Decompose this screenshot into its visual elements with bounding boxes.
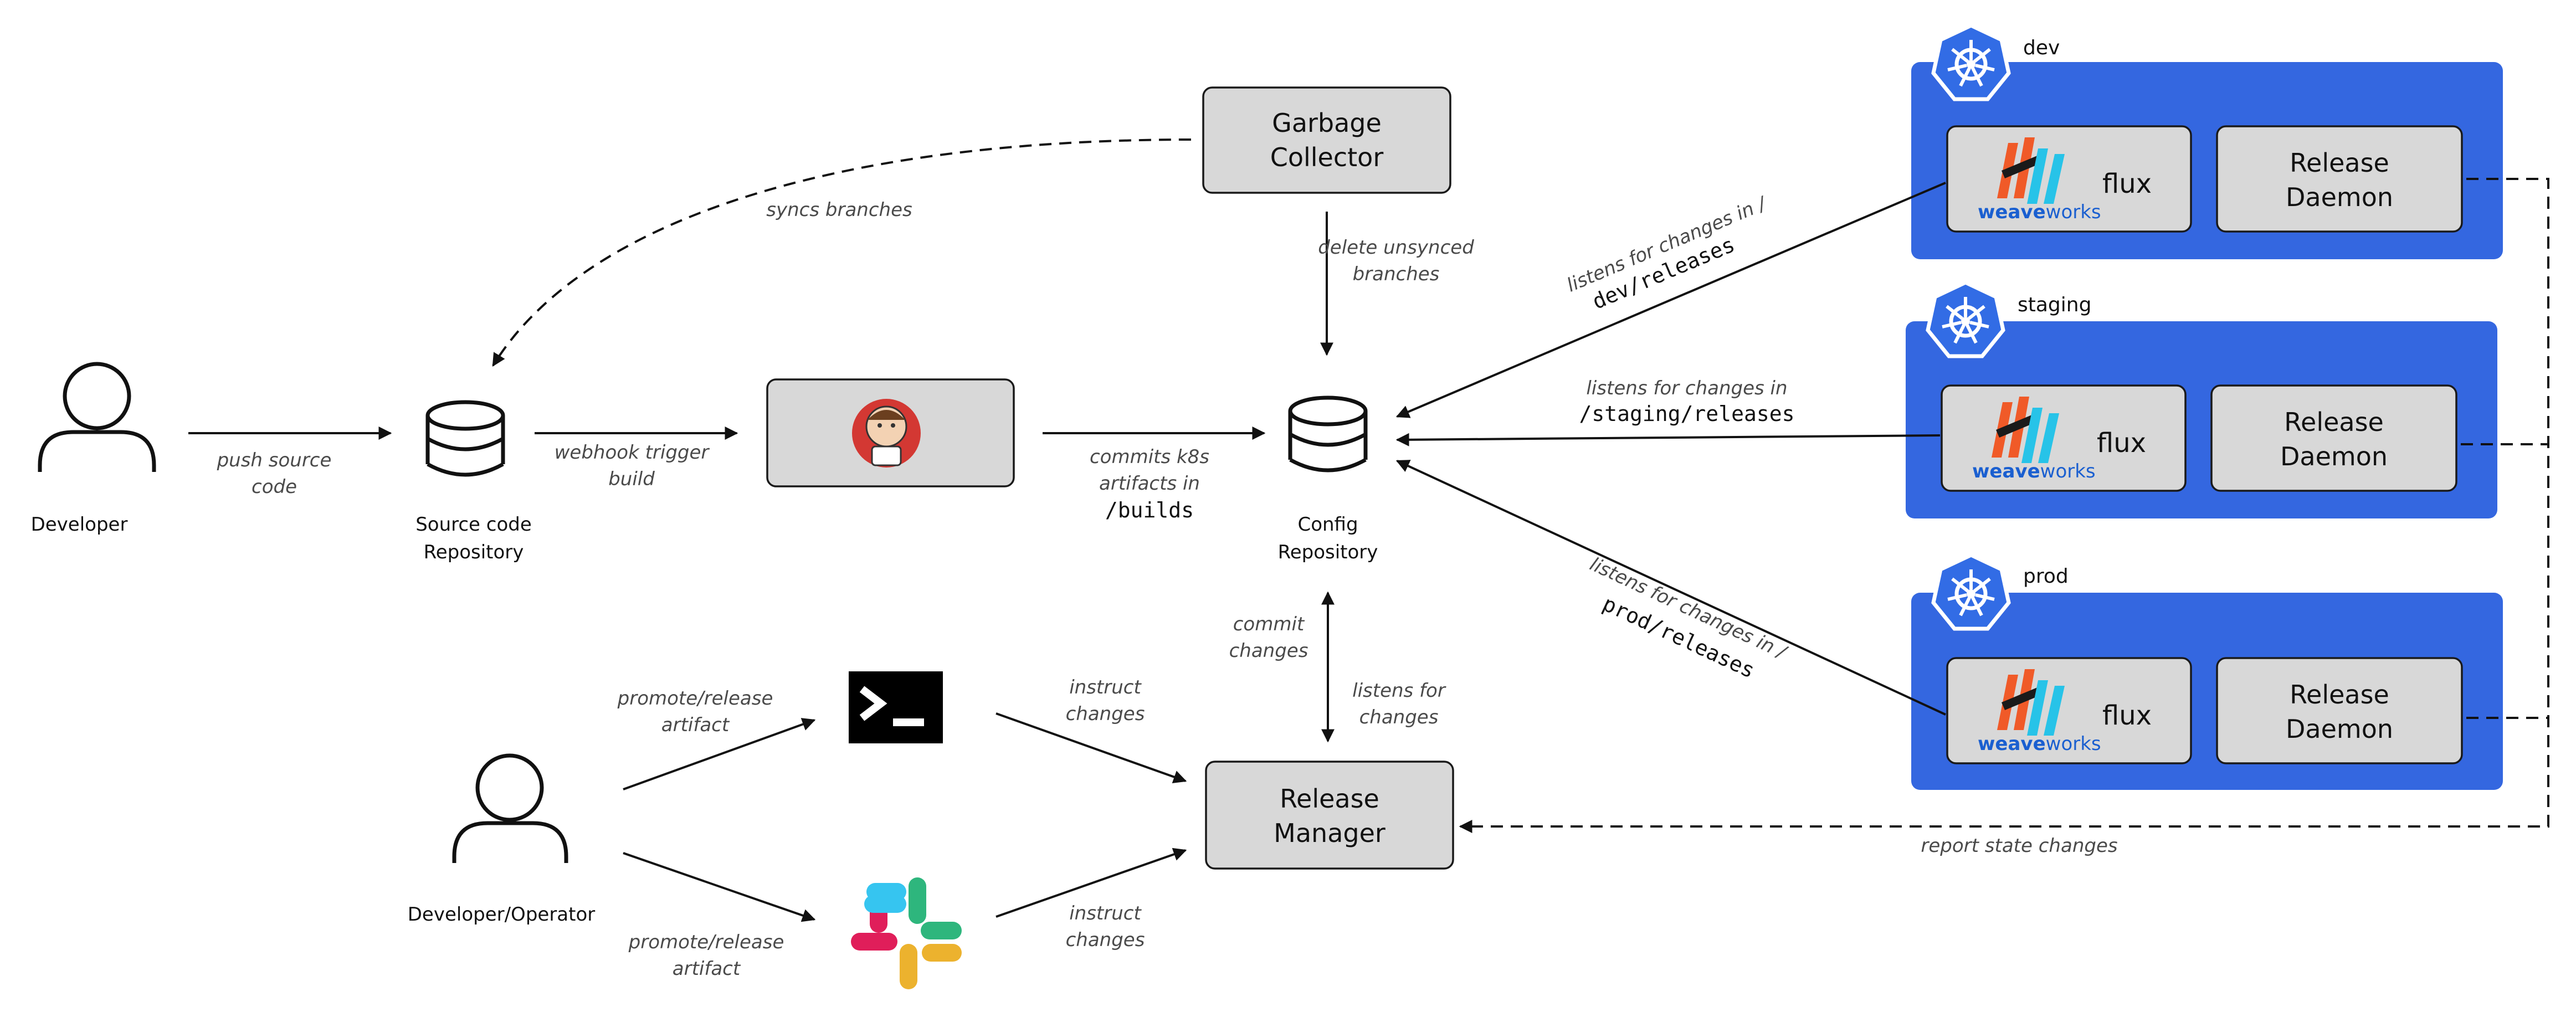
garbage-collector-box: Garbage Collector xyxy=(1202,86,1451,194)
developer-operator-node: Developer/Operator xyxy=(408,753,596,926)
env-prod: prod weaveworks flux Release Daemon xyxy=(1911,555,2503,790)
person-icon xyxy=(452,753,568,863)
svg-text:Garbage: Garbage xyxy=(1272,108,1382,138)
edge-promote-slack xyxy=(623,852,816,922)
release-daemon-dev: Release Daemon xyxy=(2216,125,2463,233)
svg-text:Manager: Manager xyxy=(1274,818,1386,848)
release-daemon-staging: Release Daemon xyxy=(2210,384,2457,492)
env-prod-label: prod xyxy=(2023,565,2069,588)
svg-text:weaveworks: weaveworks xyxy=(1978,201,2101,223)
edge-instruct-terminal xyxy=(995,712,1187,784)
svg-text:artifacts in: artifacts in xyxy=(1099,472,1200,495)
svg-text:push source: push source xyxy=(217,449,332,471)
developer-label: Developer xyxy=(31,513,128,536)
svg-text:changes: changes xyxy=(1066,703,1145,725)
svg-text:report state changes: report state changes xyxy=(1921,835,2117,857)
database-icon xyxy=(1288,396,1368,472)
svg-text:Repository: Repository xyxy=(1278,541,1378,563)
source-repo-node: Source code Repository xyxy=(415,400,532,563)
svg-text:code: code xyxy=(252,476,297,498)
developer-node: Developer xyxy=(31,362,156,536)
svg-text:artifact: artifact xyxy=(661,714,730,736)
svg-text:/staging/releases: /staging/releases xyxy=(1579,402,1795,426)
edge-instruct-slack xyxy=(995,848,1187,918)
svg-text:build: build xyxy=(608,468,655,490)
svg-text:instruct: instruct xyxy=(1069,676,1142,698)
flux-box-dev: weaveworks flux xyxy=(1946,125,2192,233)
svg-text:changes: changes xyxy=(1229,640,1308,662)
svg-text:Config: Config xyxy=(1297,513,1358,536)
kubernetes-icon xyxy=(1933,555,2009,629)
svg-text:commits k8s: commits k8s xyxy=(1090,446,1209,468)
svg-text:flux: flux xyxy=(2097,428,2146,459)
database-icon xyxy=(425,400,505,477)
edge-syncs-branches xyxy=(492,138,1192,367)
svg-text:flux: flux xyxy=(2102,700,2152,731)
svg-text:Collector: Collector xyxy=(1270,142,1384,172)
svg-text:Release: Release xyxy=(2284,407,2384,437)
edge-promote-terminal xyxy=(623,718,816,790)
flux-box-prod: weaveworks flux xyxy=(1946,657,2192,764)
kubernetes-icon xyxy=(1928,282,2003,356)
kubernetes-icon xyxy=(1933,25,2009,99)
slack-logo xyxy=(851,877,962,989)
svg-text:promote/release: promote/release xyxy=(628,931,784,953)
svg-text:delete unsynced: delete unsynced xyxy=(1318,237,1474,259)
release-manager-box: Release Manager xyxy=(1205,761,1454,870)
terminal-icon xyxy=(849,671,943,743)
svg-text:changes: changes xyxy=(1066,929,1145,951)
svg-text:commit: commit xyxy=(1233,613,1305,635)
edge-dev-listen xyxy=(1395,182,1946,418)
flux-box-staging: weaveworks flux xyxy=(1941,384,2187,492)
svg-text:Source code: Source code xyxy=(415,513,532,536)
svg-text:webhook trigger: webhook trigger xyxy=(555,441,710,464)
svg-text:instruct: instruct xyxy=(1069,902,1142,924)
env-dev: dev weaveworks flux Release Daemon xyxy=(1911,25,2503,259)
env-dev-label: dev xyxy=(2023,37,2060,59)
edge-prod-listen xyxy=(1395,460,1946,716)
release-daemon-prod: Release Daemon xyxy=(2216,657,2463,764)
svg-text:promote/release: promote/release xyxy=(617,687,773,710)
person-icon xyxy=(38,362,156,472)
svg-text:/builds: /builds xyxy=(1105,498,1194,522)
env-staging-label: staging xyxy=(2018,294,2091,316)
svg-text:Repository: Repository xyxy=(424,541,524,563)
svg-text:weaveworks: weaveworks xyxy=(1978,733,2101,755)
jenkins-logo xyxy=(852,399,921,468)
svg-text:artifact: artifact xyxy=(673,958,741,980)
env-staging: staging weaveworks flux Release Daemon xyxy=(1906,282,2497,518)
svg-text:Daemon: Daemon xyxy=(2286,182,2393,212)
svg-text:branches: branches xyxy=(1353,263,1440,285)
svg-text:changes: changes xyxy=(1359,706,1439,728)
edge-staging-listen xyxy=(1395,433,1941,446)
svg-text:Release: Release xyxy=(2290,148,2389,178)
svg-text:Release: Release xyxy=(1280,784,1379,814)
svg-text:Daemon: Daemon xyxy=(2280,441,2388,471)
svg-text:Developer/Operator: Developer/Operator xyxy=(408,903,596,926)
svg-text:listens for: listens for xyxy=(1352,680,1446,702)
svg-text:flux: flux xyxy=(2102,168,2152,199)
svg-text:Release: Release xyxy=(2290,680,2389,710)
svg-text:listens for changes in: listens for changes in xyxy=(1586,377,1787,399)
svg-text:syncs branches: syncs branches xyxy=(766,199,912,221)
jenkins-box xyxy=(766,378,1015,487)
svg-text:Daemon: Daemon xyxy=(2286,714,2393,744)
edge-report-state xyxy=(1459,178,2549,833)
svg-text:weaveworks: weaveworks xyxy=(1972,460,2096,482)
config-repo-node: Config Repository xyxy=(1278,396,1378,563)
